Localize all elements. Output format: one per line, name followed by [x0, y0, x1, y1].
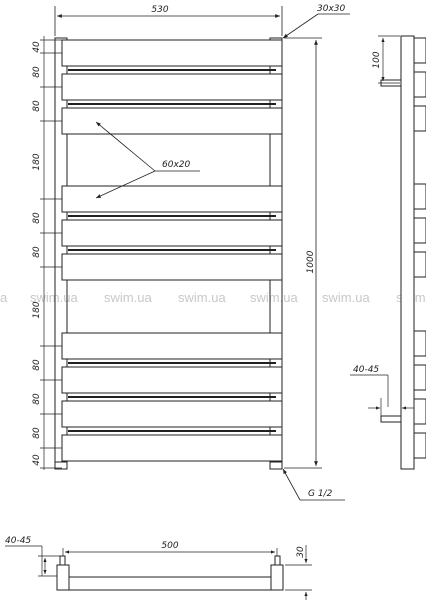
bars [61, 39, 283, 462]
bottom-spacing-dimension [62, 548, 278, 556]
side-post [400, 35, 415, 470]
bar [61, 73, 283, 101]
watermark-text: swim.ua [250, 290, 298, 305]
spacing-label: 80 [32, 212, 42, 224]
bar [61, 400, 283, 428]
side-bar-end [413, 364, 426, 391]
spacing-label: 80 [32, 427, 42, 439]
side-bar-end [413, 217, 426, 244]
side-bar-end [413, 183, 426, 210]
bottom-bar [56, 576, 284, 591]
spacing-label: 40 [32, 454, 42, 466]
bottom-right-post [270, 564, 284, 591]
side-offset-dimension [350, 374, 414, 420]
spacing-label: 180 [32, 301, 42, 318]
bar-section-label: 60x20 [162, 160, 191, 170]
thread-label: G 1/2 [308, 489, 333, 499]
bar [61, 332, 283, 360]
side-bar-end [413, 37, 426, 64]
bottom-depth-label: 30 [296, 546, 306, 558]
left-spacing-dimensions [40, 36, 62, 470]
side-top-dimension [378, 35, 400, 84]
bar [61, 185, 283, 213]
side-bar-end [413, 398, 426, 425]
side-bar-end [413, 251, 426, 278]
side-bar-end [413, 71, 426, 98]
bottom-view [56, 555, 284, 591]
watermark: a swim.ua swim.ua swim.ua swim.ua swim.u… [0, 290, 426, 305]
bottom-depth-dimension [285, 545, 312, 600]
side-view [380, 35, 426, 470]
wall-bracket [380, 415, 402, 423]
bottom-offset-dimension [5, 545, 60, 577]
thread-leader [282, 468, 345, 501]
spacing-label: 80 [32, 100, 42, 112]
bottom-left-pipe [59, 555, 66, 566]
bar-section-leader [95, 121, 200, 199]
watermark-text: swim.ua [30, 290, 78, 305]
side-top-label: 100 [372, 51, 382, 68]
side-offset-label: 40-45 [353, 365, 379, 375]
spacing-label: 180 [32, 153, 42, 170]
side-bar-end [413, 432, 426, 459]
bar [61, 366, 283, 394]
bottom-right-pipe [274, 555, 281, 566]
spacing-label: 40 [32, 41, 42, 53]
right-fitting [269, 461, 283, 470]
front-view [54, 37, 283, 470]
total-height-dimension [284, 37, 322, 469]
spacing-label: 80 [32, 359, 42, 371]
left-fitting [54, 461, 68, 470]
bar [61, 219, 283, 247]
top-width-label: 530 [151, 5, 168, 15]
side-bar-end [413, 105, 426, 132]
top-width-dimension [54, 6, 283, 36]
spacing-label: 80 [32, 66, 42, 78]
total-height-label: 1000 [306, 250, 316, 273]
bar [61, 253, 283, 281]
watermark-text: swim.ua [178, 290, 226, 305]
bar [61, 434, 283, 462]
bar-joints [68, 69, 276, 432]
bottom-spacing-label: 500 [161, 541, 178, 551]
watermark-text: swim.ua [322, 290, 370, 305]
watermark-text: a [0, 290, 8, 305]
bar [61, 107, 283, 135]
spacing-label: 80 [32, 246, 42, 258]
spacing-label: 80 [32, 393, 42, 405]
bottom-left-post [56, 564, 70, 591]
post-section-label: 30x30 [317, 4, 346, 14]
bottom-offset-label: 40-45 [5, 536, 31, 546]
bar [61, 39, 283, 67]
post-section-leader [282, 13, 350, 39]
left-spacing-labels: 40 80 80 180 80 80 180 80 80 80 40 [32, 41, 42, 466]
side-bar-end [413, 330, 426, 357]
watermark-text: swim.ua [104, 290, 152, 305]
